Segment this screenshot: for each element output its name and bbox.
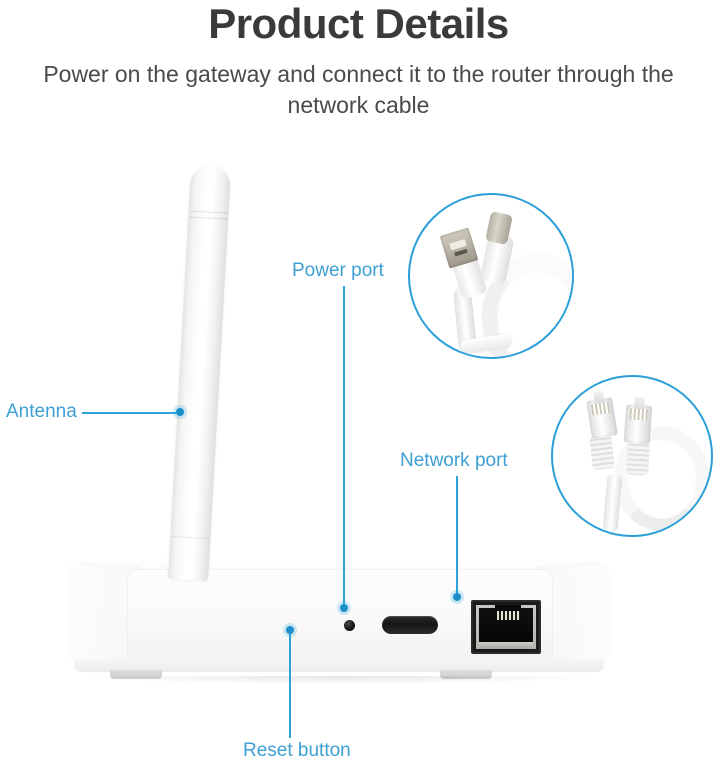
product-illustration: Antenna Power port Network port Reset bu… bbox=[0, 140, 717, 772]
power-port-leader-dot bbox=[340, 604, 348, 612]
rj45-pins bbox=[497, 611, 520, 620]
device-base-plate bbox=[74, 658, 604, 672]
network-port-callout-circle bbox=[551, 375, 713, 537]
rj45-plug-boot-2 bbox=[626, 440, 650, 476]
device-shadow bbox=[78, 676, 600, 684]
rj45-plug-pins-1 bbox=[590, 401, 611, 416]
annotation-label-power-port: Power port bbox=[292, 260, 384, 281]
gateway-device bbox=[68, 558, 610, 684]
annotation-label-antenna: Antenna bbox=[6, 401, 77, 422]
network-port-leader-line bbox=[456, 476, 458, 598]
ethernet-cable-image bbox=[553, 377, 711, 535]
device-foot-left bbox=[110, 670, 162, 679]
annotation-label-network-port: Network port bbox=[400, 450, 508, 471]
reset-button-leader-dot bbox=[286, 626, 294, 634]
rj45-plug-boot-1 bbox=[589, 433, 615, 471]
reset-button-leader-line bbox=[289, 630, 291, 738]
ethernet-cable-strand bbox=[602, 472, 623, 534]
annotation-label-reset-button: Reset button bbox=[243, 740, 351, 761]
device-rear-panel bbox=[128, 570, 552, 662]
rj45-plug-2 bbox=[623, 396, 653, 444]
antenna-rod bbox=[168, 164, 232, 582]
usb-cable-image bbox=[410, 195, 572, 357]
rj45-plug-1 bbox=[586, 390, 618, 439]
antenna-leader-line bbox=[82, 412, 178, 414]
usb-c-port[interactable] bbox=[382, 616, 438, 634]
rj45-port[interactable] bbox=[471, 600, 541, 654]
rj45-sill bbox=[479, 642, 533, 649]
header: Product Details Power on the gateway and… bbox=[0, 0, 717, 121]
device-foot-right bbox=[440, 670, 492, 679]
rj45-plug-clip-2 bbox=[634, 396, 645, 410]
power-port-callout-circle bbox=[408, 193, 574, 359]
usb-a-slot bbox=[454, 248, 468, 257]
rj45-plug-pins-2 bbox=[629, 408, 649, 421]
power-port-leader-line bbox=[343, 286, 345, 608]
antenna-body bbox=[168, 164, 232, 582]
page-subtitle: Power on the gateway and connect it to t… bbox=[43, 61, 674, 118]
antenna-leader-dot bbox=[176, 408, 184, 416]
reset-pinhole[interactable] bbox=[344, 620, 355, 631]
network-port-leader-dot bbox=[453, 593, 461, 601]
page-title: Product Details bbox=[208, 0, 509, 47]
